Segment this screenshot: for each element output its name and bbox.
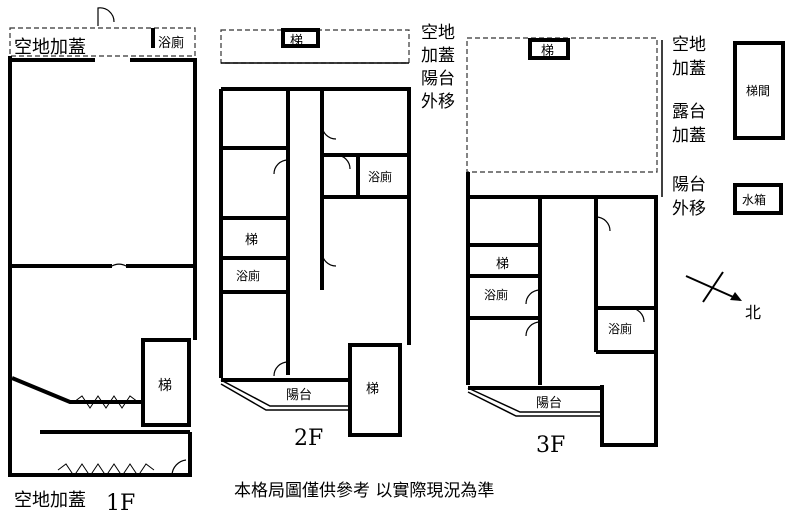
f2-stair-left-label: 梯 [245, 233, 258, 248]
f3-balcony-b-label: 外移 [672, 199, 706, 219]
f2-annex-b-label: 加蓋 [421, 46, 455, 66]
roof-plan: 梯間 水箱 [733, 41, 785, 215]
f3-bath-right-label: 浴廁 [608, 321, 632, 336]
f1-bath-label: 浴廁 [158, 35, 184, 51]
f1-door-top [97, 7, 115, 26]
f1-top-wall-b [130, 58, 197, 340]
f2-stair-bottom-label: 梯 [366, 382, 379, 397]
f1-top-annex-label: 空地加蓋 [14, 37, 86, 58]
f2-door-right-1 [321, 124, 337, 140]
f3-balcony-a-label: 陽台 [672, 175, 706, 195]
f3-terrace-b-label: 加蓋 [672, 126, 706, 146]
f2-balcony-outline [220, 379, 350, 407]
f2-door-right-3 [321, 251, 337, 267]
compass-cross-line [702, 271, 724, 303]
f3-balcony-label: 陽台 [536, 396, 562, 411]
f3-top-stair-box [528, 38, 570, 60]
f2-door-right-2 [335, 154, 351, 170]
compass-north-label: 北 [745, 303, 761, 322]
f2-balcony-outline-inner [220, 383, 350, 411]
f3-door-2 [525, 289, 541, 305]
f2-top-stair-box [281, 28, 320, 48]
disclaimer-text: 本格局圖僅供參考 以實際現況為準 [234, 481, 494, 501]
f2-outer-top-right [221, 87, 411, 345]
roof-water-tank-label: 水箱 [742, 192, 766, 207]
f1-angled-wall [11, 376, 143, 404]
compass-arrow-head [730, 292, 742, 301]
f3-annex-b-label: 加蓋 [672, 59, 706, 79]
f1-window-zigzag-2 [57, 463, 155, 477]
f2-door-left-2 [273, 361, 289, 377]
f2-annex-a-label: 空地 [421, 23, 455, 43]
floor-3-plan: 梯 空地 加蓋 露台 加蓋 陽台 外移 梯 浴廁 浴廁 陽台 3F [466, 35, 706, 458]
f2-bath-top-label: 浴廁 [368, 169, 392, 184]
roof-water-tank-box [733, 183, 783, 215]
f2-door-left-1 [273, 159, 289, 175]
f3-balcony-outline [467, 387, 602, 413]
compass: 北 [685, 271, 761, 322]
f2-top-stair-label: 梯 [290, 34, 303, 49]
f1-door-middle [111, 263, 127, 267]
f3-top-annex-outline [466, 37, 658, 173]
f2-balcony-a-label: 陽台 [421, 69, 455, 89]
f3-annex-a-label: 空地 [672, 35, 706, 55]
f3-door-1 [595, 216, 611, 232]
f1-door-bottom [171, 459, 187, 476]
roof-stair-room-box [733, 41, 785, 140]
f2-floor-label: 2F [294, 426, 323, 451]
f2-balcony-label: 陽台 [286, 388, 312, 403]
f3-terrace-a-label: 露台 [672, 102, 706, 122]
f2-bottom-stair-box [348, 343, 402, 437]
f3-outer-top-right [468, 195, 658, 352]
f3-balcony-outline-inner [467, 391, 602, 417]
f3-door-3 [525, 321, 541, 337]
f1-stair-box [141, 338, 191, 427]
f1-window-zigzag-1 [73, 395, 139, 409]
f1-stair-label: 梯 [158, 378, 172, 394]
f1-top-annex-outline [9, 27, 196, 57]
f3-floor-label: 3F [536, 433, 565, 458]
roof-stair-room-label: 梯間 [746, 84, 770, 98]
floor-1-plan: 空地加蓋 浴廁 梯 空地加蓋 1F [8, 7, 197, 516]
f3-stair-left-label: 梯 [496, 257, 509, 272]
f1-bottom-annex-label: 空地加蓋 [14, 490, 86, 511]
floor-2-plan: 梯 空地 加蓋 陽台 外移 浴廁 梯 浴廁 陽台 梯 2F [219, 23, 455, 451]
f1-floor-label: 1F [106, 491, 135, 516]
f3-bottom-right-wall [600, 352, 658, 447]
f2-bath-left-label: 浴廁 [236, 268, 260, 283]
f3-door-4 [629, 307, 645, 323]
f3-bath-left-label: 浴廁 [484, 287, 508, 302]
f2-balcony-b-label: 外移 [421, 92, 455, 112]
f3-top-stair-label: 梯 [541, 44, 554, 59]
